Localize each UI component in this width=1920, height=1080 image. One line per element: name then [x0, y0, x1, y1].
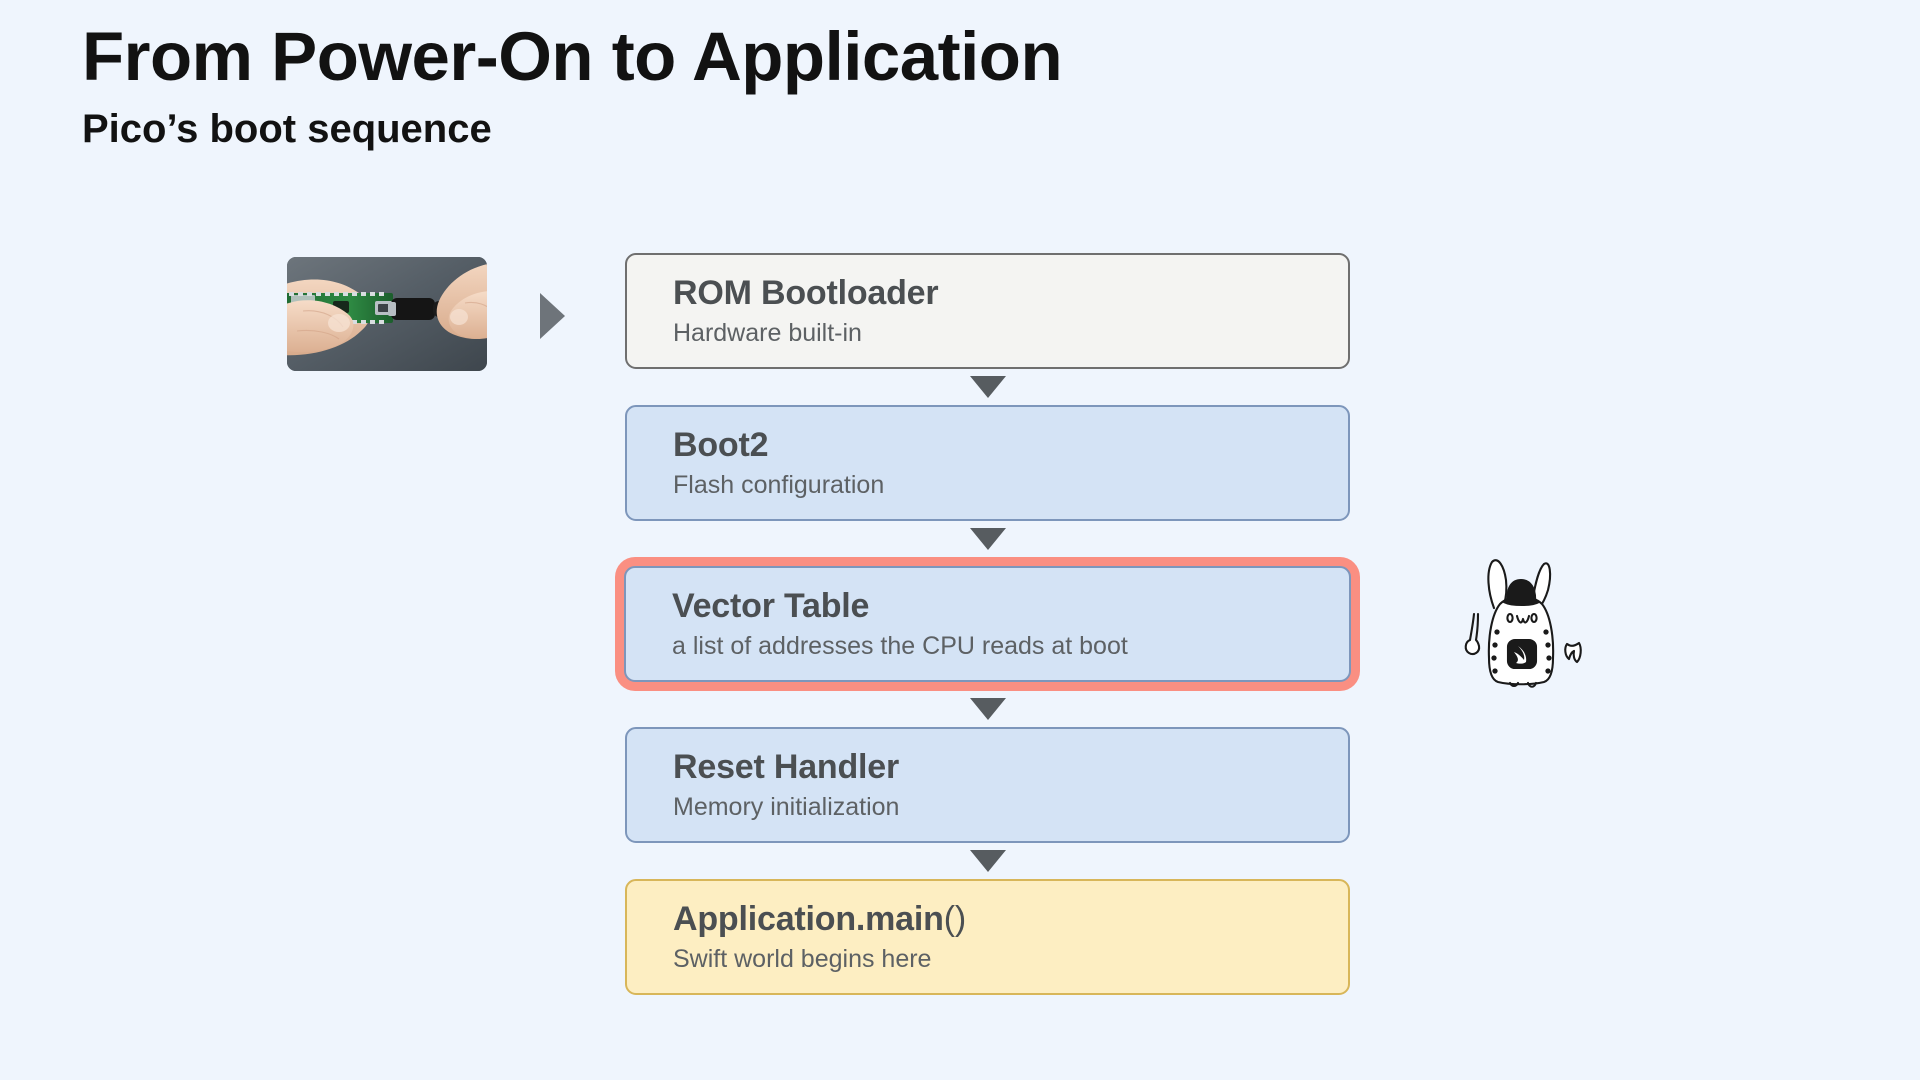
step-subtitle: Flash configuration — [673, 471, 885, 500]
step-box[interactable]: Vector Table a list of addresses the CPU… — [624, 566, 1351, 683]
boot-sequence-flow: ROM Bootloader Hardware built-in Boot2 F… — [615, 253, 1360, 996]
pico-usb-photo — [287, 257, 487, 371]
step-box[interactable]: Application.main() Swift world begins he… — [625, 879, 1350, 996]
slide-header: From Power-On to Application Pico’s boot… — [82, 18, 1063, 152]
flow-connector — [625, 521, 1350, 557]
step-box[interactable]: Boot2 Flash configuration — [625, 405, 1350, 522]
flow-step-rom-bootloader[interactable]: ROM Bootloader Hardware built-in — [625, 253, 1350, 370]
flow-step-vector-table[interactable]: Vector Table a list of addresses the CPU… — [615, 557, 1360, 692]
step-title: Application.main() — [673, 900, 1348, 938]
step-title-parens: () — [943, 900, 966, 939]
step-box[interactable]: Reset Handler Memory initialization — [625, 727, 1350, 844]
flow-connector — [625, 369, 1350, 405]
flow-step-reset-handler[interactable]: Reset Handler Memory initialization — [625, 727, 1350, 844]
play-triangle-icon — [540, 293, 565, 339]
flow-connector — [625, 691, 1350, 727]
page-subtitle: Pico’s boot sequence — [82, 107, 492, 152]
step-subtitle: Hardware built-in — [673, 319, 862, 348]
flow-connector — [625, 843, 1350, 879]
swift-bunny-mascot — [1448, 552, 1598, 692]
step-title: Reset Handler — [673, 748, 900, 787]
step-subtitle: a list of addresses the CPU reads at boo… — [672, 632, 1128, 661]
arrow-down-icon — [969, 698, 1006, 721]
arrow-down-icon — [969, 528, 1006, 551]
step-subtitle: Memory initialization — [673, 793, 900, 822]
highlight-ring: Vector Table a list of addresses the CPU… — [615, 557, 1360, 692]
step-title: Boot2 — [673, 426, 769, 465]
flow-step-application-main[interactable]: Application.main() Swift world begins he… — [625, 879, 1350, 996]
arrow-down-icon — [969, 850, 1006, 873]
step-title: Vector Table — [672, 587, 870, 626]
step-title-text: Application.main — [673, 900, 944, 939]
page-title: From Power-On to Application — [82, 18, 1063, 95]
step-box[interactable]: ROM Bootloader Hardware built-in — [625, 253, 1350, 370]
step-subtitle: Swift world begins here — [673, 945, 932, 974]
arrow-down-icon — [969, 376, 1006, 399]
step-title: ROM Bootloader — [673, 274, 939, 312]
flow-step-boot2[interactable]: Boot2 Flash configuration — [625, 405, 1350, 522]
